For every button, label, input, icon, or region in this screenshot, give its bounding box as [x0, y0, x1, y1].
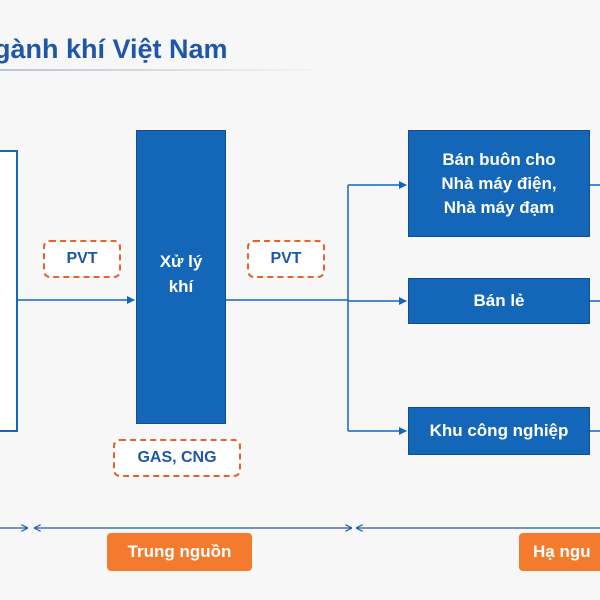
downstream-stage-badge: Hạ ngu — [519, 533, 600, 571]
industrial-zone-box: Khu công nghiệp — [408, 407, 590, 455]
gas-cng-label: GAS, CNG — [113, 439, 241, 477]
retail-label: Bán lẻ — [473, 291, 525, 310]
wholesale-label: Bán buôn cho Nhà máy điện, Nhà máy đạm — [441, 149, 557, 217]
retail-box: Bán lẻ — [408, 278, 590, 324]
pvt-left-label: PVT — [43, 240, 121, 278]
gas-processing-label: Xử lý khí — [159, 252, 203, 296]
title-underline — [0, 69, 330, 71]
gas-processing-box: Xử lý khí — [136, 130, 226, 424]
pvt-right-label: PVT — [247, 240, 325, 278]
midstream-stage-badge: Trung nguồn — [107, 533, 252, 571]
page-title: gành khí Việt Nam — [0, 34, 228, 64]
upstream-source-box — [0, 150, 18, 432]
industrial-zone-label: Khu công nghiệp — [429, 421, 569, 440]
wholesale-box: Bán buôn cho Nhà máy điện, Nhà máy đạm — [408, 130, 590, 237]
